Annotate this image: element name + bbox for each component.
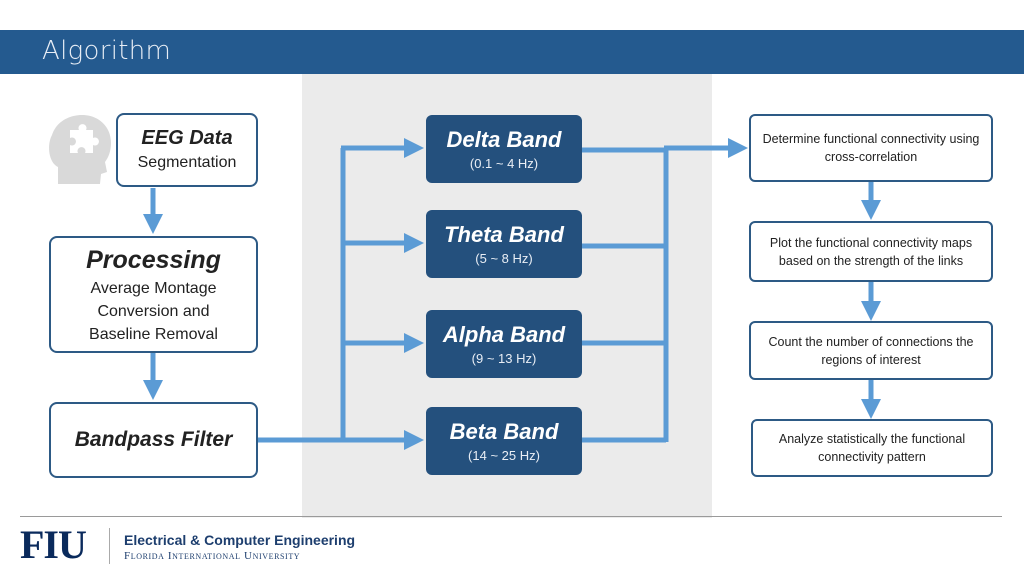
step-cross-correlation: Determine functional connectivity using … bbox=[749, 114, 993, 182]
fiu-logo: FIU bbox=[20, 522, 87, 567]
processing-title: Processing bbox=[86, 246, 221, 274]
department-name: Electrical & Computer Engineering bbox=[124, 532, 356, 548]
band-theta: Theta Band (5 ~ 8 Hz) bbox=[426, 210, 582, 278]
band-delta-name: Delta Band bbox=[446, 127, 562, 152]
band-theta-range: (5 ~ 8 Hz) bbox=[475, 251, 533, 266]
step-analyze-statistics: Analyze statistically the functional con… bbox=[751, 419, 993, 477]
university-name: Florida International University bbox=[124, 550, 301, 562]
slide-title: Algorithm bbox=[42, 36, 172, 66]
band-alpha-range: (9 ~ 13 Hz) bbox=[471, 351, 537, 366]
processing-line-3: Baseline Removal bbox=[89, 326, 218, 343]
footer-divider-line bbox=[20, 516, 1002, 517]
eeg-data-box: EEG Data Segmentation bbox=[116, 113, 258, 187]
band-beta-range: (14 ~ 25 Hz) bbox=[468, 448, 540, 463]
processing-line-1: Average Montage bbox=[90, 280, 217, 297]
band-beta-name: Beta Band bbox=[449, 419, 559, 444]
band-beta: Beta Band (14 ~ 25 Hz) bbox=[426, 407, 582, 475]
band-delta: Delta Band (0.1 ~ 4 Hz) bbox=[426, 115, 582, 183]
band-alpha: Alpha Band (9 ~ 13 Hz) bbox=[426, 310, 582, 378]
step-count-connections: Count the number of connections the regi… bbox=[749, 321, 993, 380]
footer-vertical-divider bbox=[109, 528, 110, 564]
bandpass-filter-title: Bandpass Filter bbox=[74, 428, 233, 451]
band-delta-range: (0.1 ~ 4 Hz) bbox=[469, 156, 539, 171]
fiu-logo-text: FIU bbox=[20, 522, 87, 567]
band-theta-name: Theta Band bbox=[444, 222, 564, 247]
eeg-data-subtitle: Segmentation bbox=[137, 154, 237, 171]
processing-box: Processing Average Montage Conversion an… bbox=[49, 236, 258, 353]
head-puzzle-icon bbox=[49, 115, 111, 184]
title-bar: Algorithm bbox=[0, 30, 1024, 74]
bandpass-filter-box: Bandpass Filter bbox=[49, 402, 258, 478]
step-plot-maps: Plot the functional connectivity maps ba… bbox=[749, 221, 993, 282]
processing-line-2: Conversion and bbox=[97, 303, 210, 320]
band-alpha-name: Alpha Band bbox=[442, 322, 566, 347]
eeg-data-title: EEG Data bbox=[141, 127, 233, 149]
